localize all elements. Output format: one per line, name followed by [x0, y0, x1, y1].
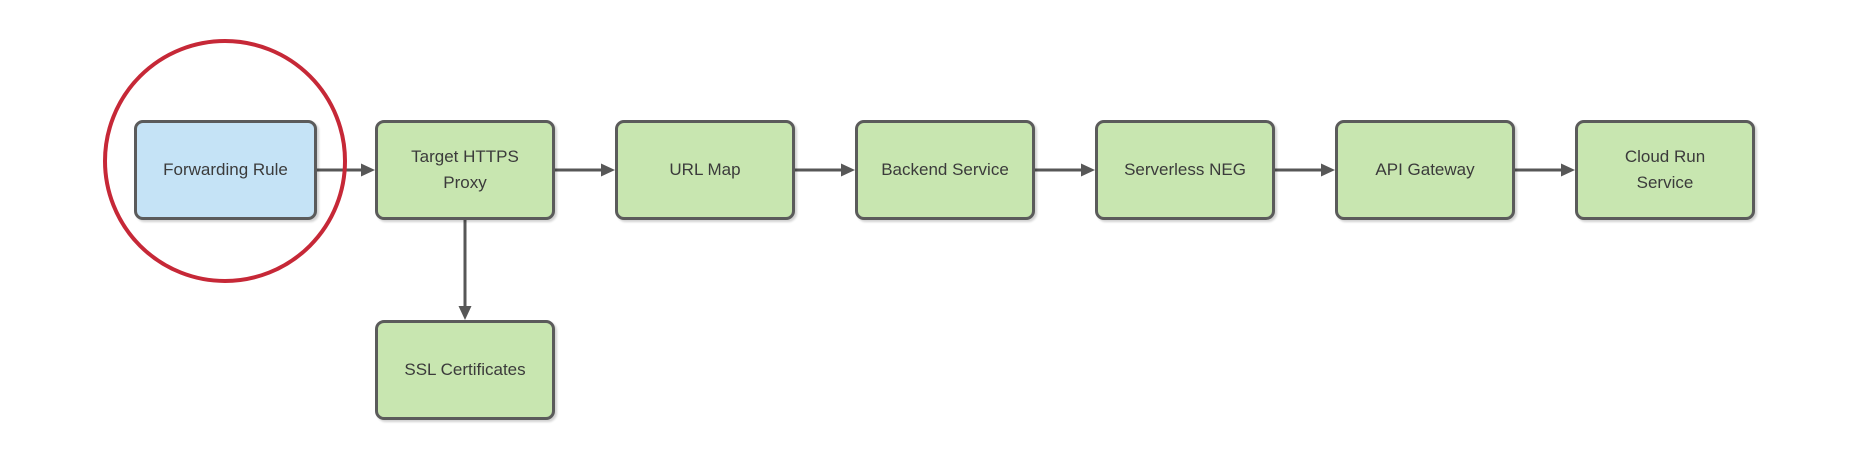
node-forwarding-rule[interactable]: Forwarding Rule — [134, 120, 317, 220]
node-label: API Gateway — [1375, 160, 1475, 179]
node-target-https-proxy[interactable]: Target HTTPS Proxy — [375, 120, 555, 220]
highlight-circle — [103, 39, 347, 283]
node-label: Cloud Run Service — [1624, 147, 1706, 192]
arrow-backend-service-to-serverless-neg — [1035, 163, 1095, 177]
arrow-url-map-to-backend-service — [795, 163, 855, 177]
node-label: Target HTTPS Proxy — [411, 147, 519, 192]
node-backend-service[interactable]: Backend Service — [855, 120, 1035, 220]
node-api-gateway[interactable]: API Gateway — [1335, 120, 1515, 220]
node-label: Serverless NEG — [1124, 160, 1246, 179]
node-cloud-run-service[interactable]: Cloud Run Service — [1575, 120, 1755, 220]
node-url-map[interactable]: URL Map — [615, 120, 795, 220]
arrow-target-https-proxy-to-ssl-certificates — [458, 220, 472, 320]
node-serverless-neg[interactable]: Serverless NEG — [1095, 120, 1275, 220]
arrow-serverless-neg-to-api-gateway — [1275, 163, 1335, 177]
node-ssl-certificates[interactable]: SSL Certificates — [375, 320, 555, 420]
node-label: SSL Certificates — [404, 360, 526, 379]
node-label: Backend Service — [881, 160, 1009, 179]
arrow-api-gateway-to-cloud-run-service — [1515, 163, 1575, 177]
arrow-target-https-proxy-to-url-map — [555, 163, 615, 177]
node-label: Forwarding Rule — [163, 160, 288, 179]
node-label: URL Map — [669, 160, 741, 179]
